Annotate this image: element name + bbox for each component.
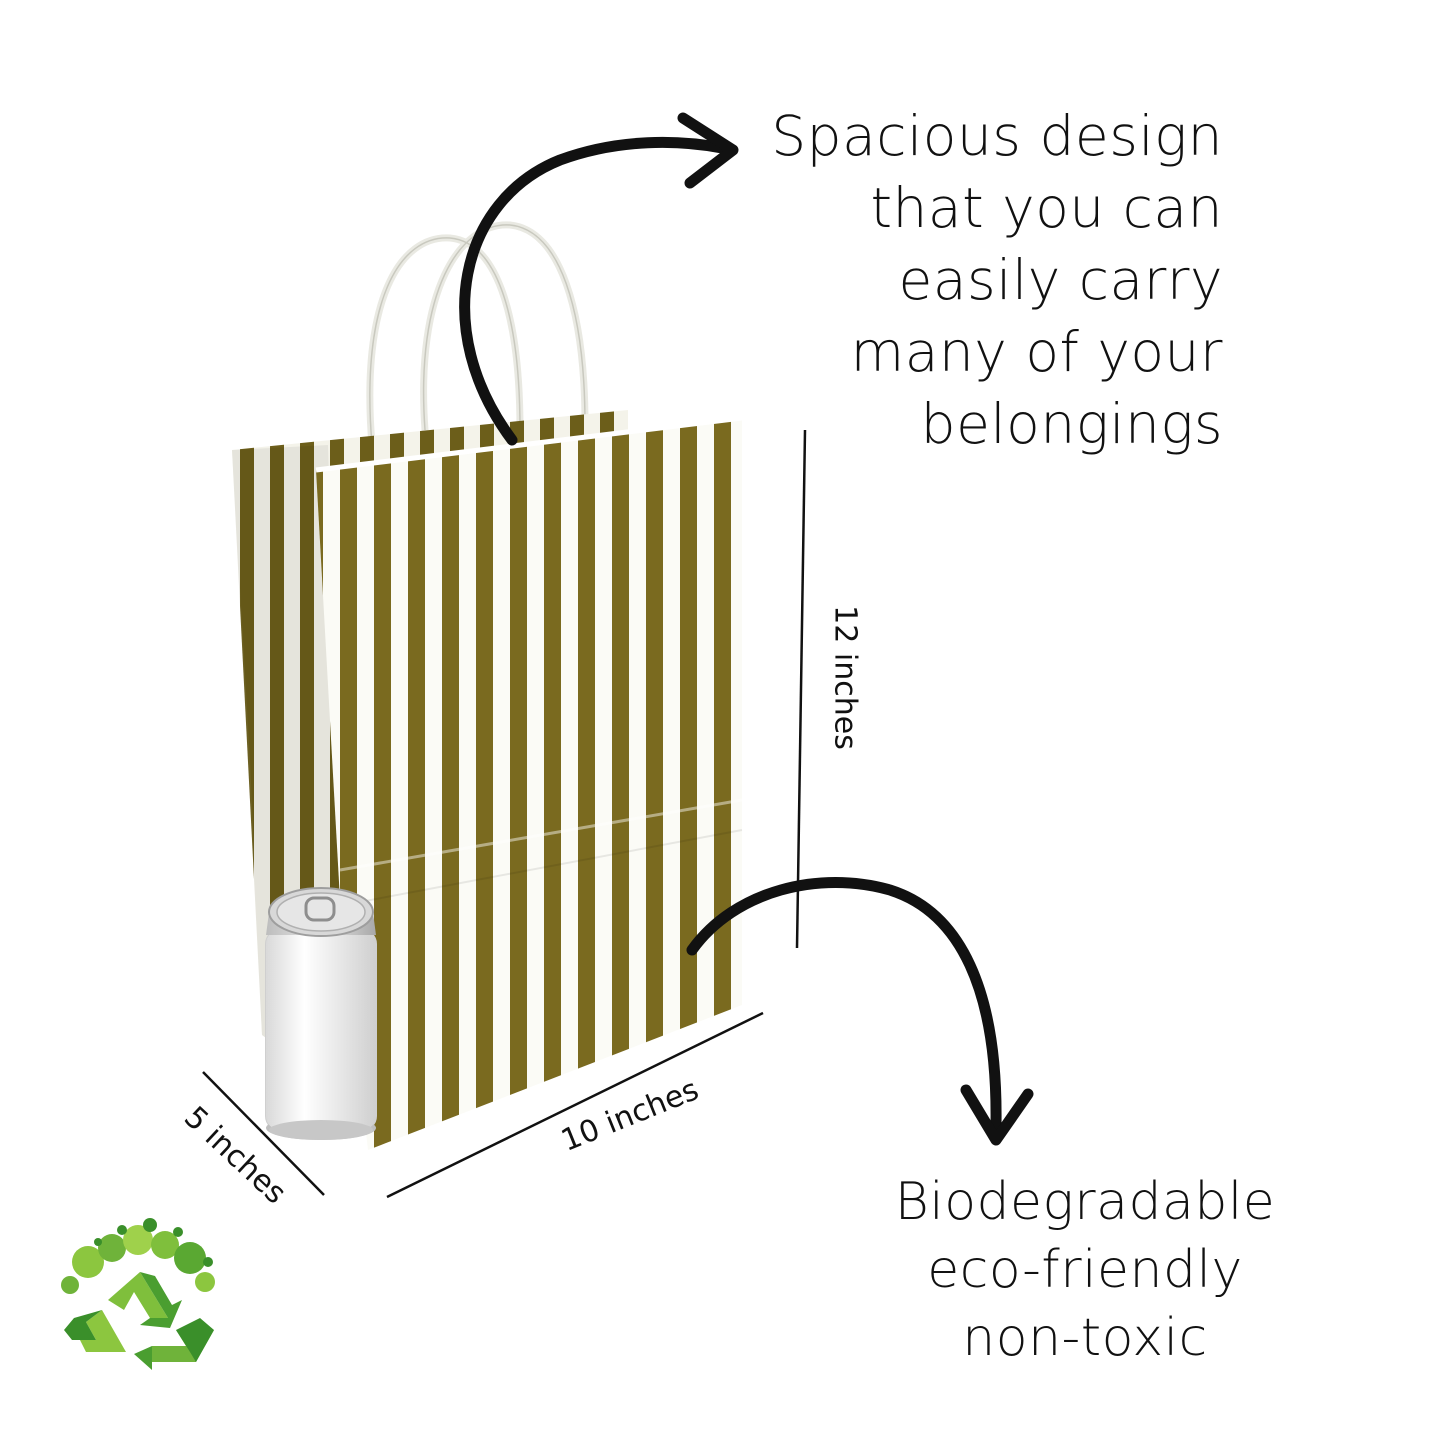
callout-line: easily carry — [898, 248, 1223, 312]
callout-line: Biodegradable — [894, 1172, 1276, 1232]
spacious-design-callout: Spacious design that you can easily carr… — [771, 100, 1223, 460]
height-dimension-label: 12 inches — [827, 605, 863, 750]
callout-line: non-toxic — [962, 1308, 1208, 1368]
curved-arrow-icon — [686, 877, 1034, 1146]
width-dimension-line — [386, 1011, 764, 1199]
callout-line: many of your — [850, 320, 1223, 384]
callout-line: eco-friendly — [927, 1240, 1243, 1300]
curved-arrow-icon — [459, 112, 739, 446]
callout-line: belongings — [920, 392, 1223, 456]
bag-handles — [366, 221, 589, 449]
can-illustration — [265, 887, 377, 1140]
depth-dimension-line — [202, 1071, 325, 1196]
bag-front-panel — [316, 418, 742, 1150]
callout-line: that you can — [870, 176, 1223, 240]
eco-friendly-callout: Biodegradable eco-friendly non-toxic — [880, 1168, 1290, 1372]
callout-line: Spacious design — [771, 104, 1223, 168]
height-dimension-line — [795, 429, 807, 949]
recycle-leaf-icon — [61, 1218, 215, 1370]
